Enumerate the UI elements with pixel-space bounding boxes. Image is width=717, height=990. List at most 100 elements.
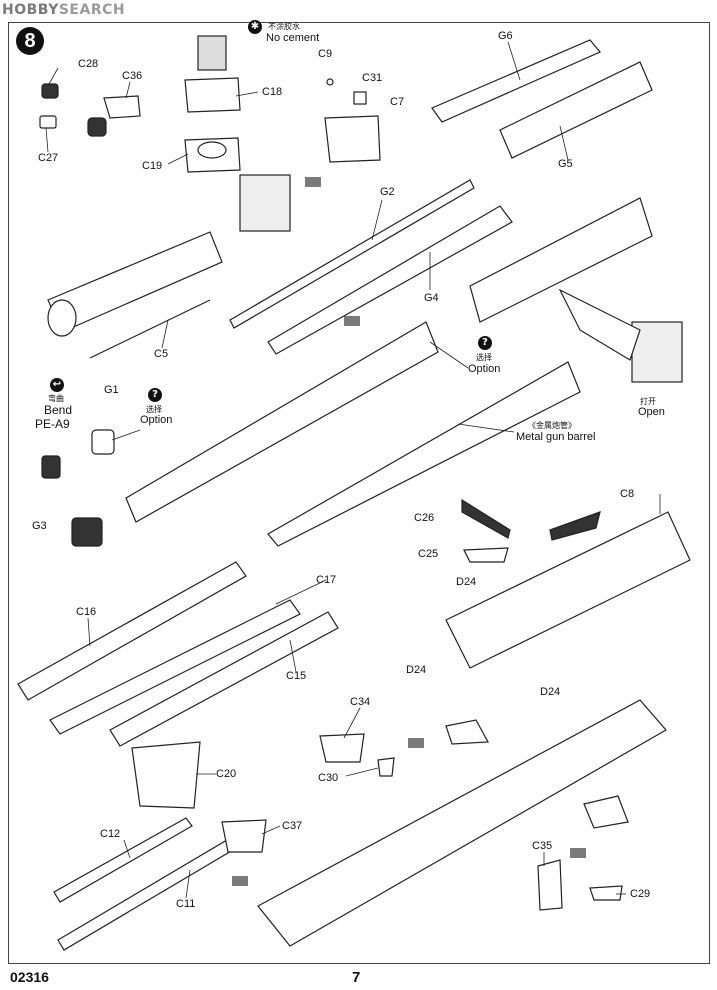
- part-label-c19: C19: [142, 160, 163, 172]
- product-code: 02316: [10, 969, 49, 985]
- part-label-c17: C17: [316, 574, 337, 586]
- part-label-c11: C11: [176, 898, 196, 910]
- part-label-g4: G4: [424, 292, 439, 304]
- no-cement-note: No cement: [266, 32, 320, 44]
- part-label-c9: C9: [318, 48, 333, 60]
- part-g6-shape: [431, 39, 601, 123]
- part-c26-shape: [461, 498, 511, 539]
- part-c37-shape: [221, 819, 267, 853]
- part-label-c28: C28: [78, 58, 99, 70]
- leader-g5: [559, 125, 569, 161]
- part-g5-shape: [499, 61, 653, 159]
- barrel-option-shape: [125, 321, 439, 523]
- no-cement-note-cn: 不涂胶水: [268, 22, 300, 31]
- option-icon: ?: [148, 388, 162, 402]
- bend-note: Bend: [44, 403, 73, 417]
- part-label-c12: C12: [100, 828, 121, 840]
- leader-c28: [47, 67, 59, 87]
- part-pe-a9-shape: [41, 455, 61, 479]
- barrel-metal-shape: [267, 361, 581, 547]
- pe-part-label: PE-A9: [35, 417, 70, 431]
- part-c5-end-shape: [47, 299, 77, 337]
- no-cement-icon: ✱: [248, 20, 262, 34]
- part-c17-shape: [49, 599, 301, 735]
- part-label-c25: C25: [418, 548, 439, 560]
- part-label-c8: C8: [620, 488, 635, 500]
- step-number-badge: 8: [16, 27, 44, 55]
- assembly-arrow-1: [305, 177, 321, 187]
- part-label-g1: G1: [104, 384, 119, 396]
- leader-c15: [289, 639, 297, 673]
- assembly-arrow-5: [232, 876, 248, 886]
- breech-open-body-shape: [558, 288, 641, 361]
- leader-c5: [161, 319, 169, 349]
- part-c12-shape: [53, 817, 193, 903]
- part-c25-shape: [463, 547, 509, 563]
- part-label-g3: G3: [32, 520, 47, 532]
- leader-c36: [125, 81, 131, 99]
- part-g3-shape: [71, 517, 103, 547]
- part-label-c34: C34: [350, 696, 371, 708]
- part-c36-shape: [103, 95, 141, 119]
- leader-c12: [123, 839, 131, 859]
- part-label-g2: G2: [380, 186, 395, 198]
- part-g1-shape: [91, 429, 115, 455]
- bend-icon: ↩: [50, 378, 64, 392]
- leader-metal-barrel: [457, 423, 515, 433]
- leader-c16: [87, 617, 91, 647]
- leader-g6: [507, 41, 521, 81]
- option-icon-2: ?: [478, 336, 492, 350]
- part-c18-shape: [184, 77, 241, 113]
- leader-c19: [167, 153, 189, 165]
- page-frame: [8, 22, 710, 964]
- assembly-arrow-4: [570, 848, 586, 858]
- leader-c27: [45, 127, 49, 153]
- watermark-prefix: HOBBY: [2, 2, 59, 18]
- part-g4-shape: [267, 205, 513, 355]
- breech-group-shape: [469, 197, 653, 323]
- part-c20-shape: [131, 741, 201, 809]
- part-label-c20: C20: [216, 768, 237, 780]
- part-label-c7: C7: [390, 96, 405, 108]
- part-c9-shape: [326, 78, 334, 86]
- part-c29-shape: [589, 885, 623, 901]
- part-label-c36: C36: [122, 70, 143, 82]
- assembly-arrow-2: [344, 316, 360, 326]
- part-label-c15: C15: [286, 670, 307, 682]
- part-label-d24-1: D24: [456, 576, 477, 588]
- part-c27-shape: [39, 115, 57, 129]
- part-c19-ring-shape: [197, 141, 227, 159]
- leader-g2: [371, 199, 383, 241]
- part-label-c16: C16: [76, 606, 97, 618]
- part-c35-shape: [537, 859, 563, 911]
- part-label-c26: C26: [414, 512, 435, 524]
- leader-c11: [185, 869, 191, 899]
- part-label-c30: C30: [318, 772, 339, 784]
- part-c31-block-shape: [324, 115, 381, 163]
- part-label-d24-2: D24: [406, 664, 427, 676]
- part-trail-bracket-2-shape: [583, 795, 629, 829]
- option-note-cn: 选择: [146, 405, 162, 414]
- upper-carriage-shape: [445, 511, 691, 669]
- open-note: Open: [638, 406, 665, 418]
- part-c18-top-shape: [197, 35, 227, 71]
- page-number: 7: [352, 969, 361, 986]
- part-label-d24-3: D24: [540, 686, 561, 698]
- assembly-arrow-3: [408, 738, 424, 748]
- part-c5-block-shape: [239, 174, 291, 232]
- part-c36-roller-shape: [87, 117, 107, 137]
- part-c30-shape: [377, 757, 395, 777]
- part-c5-rod-shape: [89, 299, 211, 359]
- leader-c34: [343, 707, 361, 739]
- part-label-c27: C27: [38, 152, 59, 164]
- watermark-suffix: SEARCH: [58, 2, 126, 18]
- option2-note: Option: [468, 363, 501, 375]
- watermark: HOBBYSEARCH: [2, 2, 125, 18]
- bend-note-cn: 弯曲: [48, 394, 64, 403]
- leader-option-g1: [111, 429, 141, 441]
- part-c34-shape: [319, 733, 365, 763]
- part-label-c35: C35: [532, 840, 553, 852]
- option-note: Option: [140, 414, 173, 426]
- part-c26-alt-shape: [549, 511, 601, 541]
- option2-note-cn: 选择: [476, 353, 492, 362]
